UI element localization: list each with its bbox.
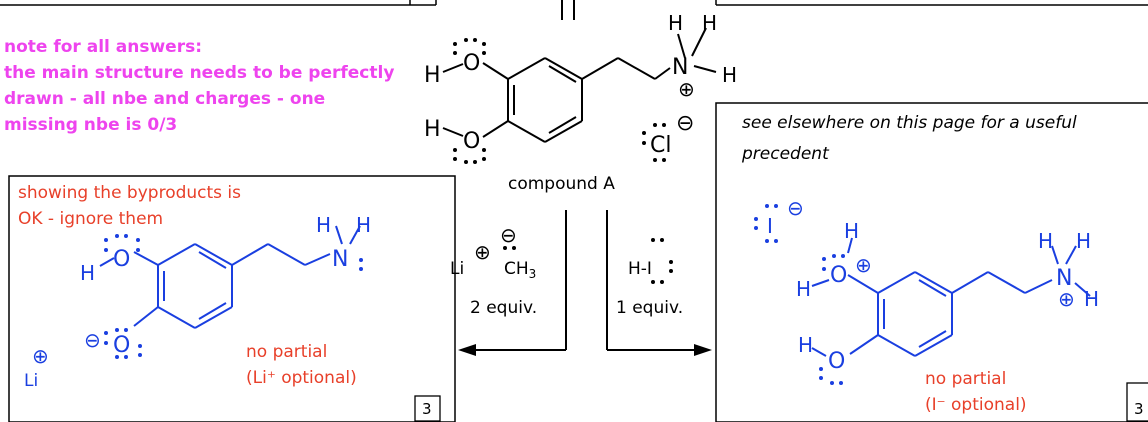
top-arrow-stems (561, 0, 575, 20)
compound-a-cl-minus: ⊖ (676, 111, 694, 136)
reagent-c-lone-pair-dot (512, 246, 516, 250)
reagent-li-plus: ⊕ (474, 240, 491, 264)
compound-a: O H O H N H H H ⊕ Cl ⊖ compound A (424, 11, 737, 194)
left-product-nh1: H (316, 213, 331, 237)
compound-a-nh3: H (722, 63, 737, 87)
compound-a-cl: Cl (650, 133, 671, 158)
left-box-score: 3 (422, 400, 432, 418)
left-product-lone-pairs (104, 234, 363, 359)
left-answer-box: 3 showing the byproducts is OK - ignore … (8, 175, 456, 422)
left-box-no-partial: no partial (246, 342, 327, 362)
right-product-h2: H (798, 333, 813, 357)
left-product-h1: H (80, 261, 95, 285)
right-product-bonds (811, 237, 1091, 357)
note-line-3: drawn - all nbe and charges - one (4, 89, 325, 109)
left-reagent: Li ⊕ ⊖ CH3 2 equiv. (450, 223, 537, 318)
left-product-nh2: H (356, 213, 371, 237)
right-box-no-partial: no partial (925, 369, 1006, 389)
left-product-o-minus: ⊖ (84, 328, 101, 352)
compound-a-nh1: H (668, 11, 683, 35)
top-right-box (715, 0, 1148, 6)
reagent-ch3: CH3 (504, 259, 536, 281)
right-answer-box: 3 see elsewhere on this page for a usefu… (715, 102, 1148, 422)
reagent-li: Li (450, 259, 464, 279)
right-box-header-1: see elsewhere on this page for a useful (742, 113, 1077, 133)
compound-a-h2: H (424, 117, 441, 142)
note-line-1: note for all answers: (4, 37, 202, 57)
right-box-score: 3 (1134, 400, 1144, 418)
reagent-hi: H-I (628, 259, 652, 279)
right-box-header-2: precedent (741, 144, 830, 164)
compound-a-plus: ⊕ (678, 77, 695, 101)
compound-a-lone-pairs (453, 38, 666, 164)
compound-a-h1: H (424, 63, 441, 88)
reagent-c-lone-pair-dot (503, 246, 507, 250)
left-reaction-arrow (458, 210, 567, 356)
left-product-bonds (99, 225, 361, 329)
note-line-2: the main structure needs to be perfectly (4, 63, 394, 83)
right-product-o-plus: ⊕ (855, 253, 872, 277)
left-box-optional: (Li⁺ optional) (246, 368, 357, 388)
compound-a-n: N (672, 55, 688, 80)
left-product-li-plus: ⊕ (32, 344, 49, 368)
right-product-oh-left: H (796, 277, 811, 301)
reagent-c-minus: ⊖ (500, 223, 517, 247)
reagent-i-lone-pairs (651, 238, 673, 284)
note-line-4: missing nbe is 0/3 (4, 115, 177, 135)
right-product-lone-pairs (754, 204, 845, 385)
compound-a-label: compound A (508, 174, 615, 194)
right-reaction-arrow (606, 210, 712, 356)
right-product-iodide: I (767, 214, 773, 238)
right-product-o1: O (830, 263, 847, 288)
left-box-header-1: showing the byproducts is (18, 183, 241, 203)
left-product-o1: O (113, 247, 130, 272)
left-box-header-2: OK - ignore them (18, 209, 163, 229)
note-block: note for all answers: the main structure… (4, 37, 394, 135)
left-product-n: N (332, 247, 348, 272)
reagent-right-equiv: 1 equiv. (616, 298, 683, 318)
right-product-n: N (1056, 266, 1072, 291)
right-product-o2: O (828, 349, 845, 374)
right-product-iodide-minus: ⊖ (787, 196, 804, 220)
compound-a-o2: O (463, 129, 480, 154)
right-product-nh2: H (1076, 229, 1091, 253)
reagent-left-equiv: 2 equiv. (470, 298, 537, 318)
right-reagent: H-I 1 equiv. (616, 238, 683, 318)
compound-a-bonds (442, 27, 717, 143)
top-left-box (0, 0, 437, 6)
right-product-nh1: H (1038, 229, 1053, 253)
compound-a-nh2: H (702, 11, 717, 35)
left-product-li: Li (24, 371, 38, 391)
left-product-o2: O (113, 333, 130, 358)
right-box-optional: (I⁻ optional) (925, 395, 1027, 415)
compound-a-o1: O (463, 51, 480, 76)
right-product-n-plus: ⊕ (1058, 287, 1075, 311)
right-product-nh3: H (1084, 287, 1099, 311)
right-product-oh-top: H (844, 219, 859, 243)
